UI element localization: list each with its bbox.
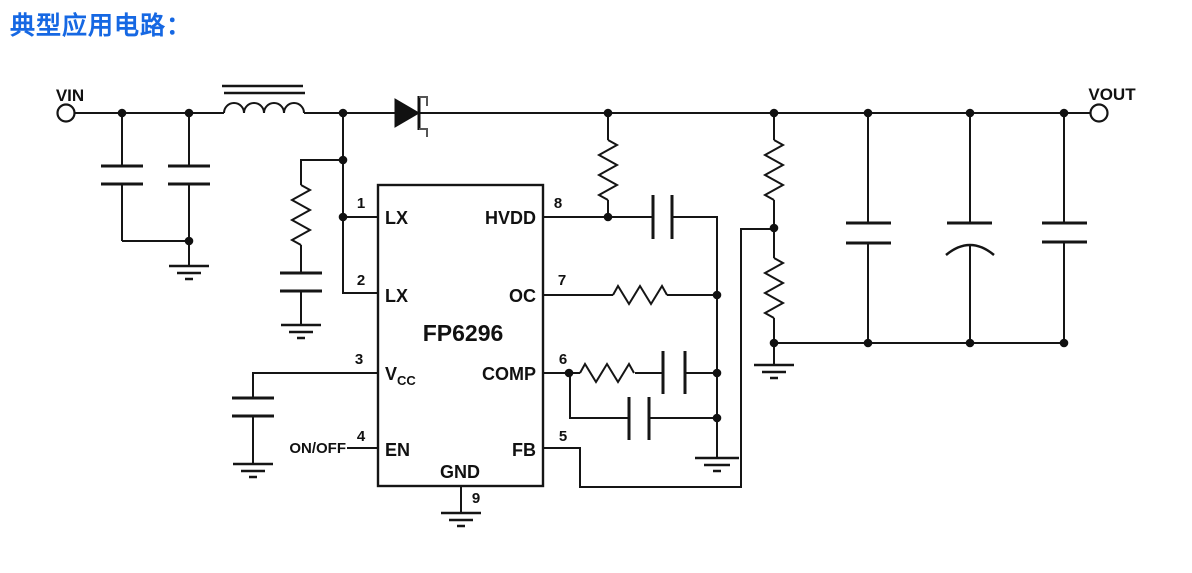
input-ground-icon xyxy=(169,264,209,281)
pin-label-en: EN xyxy=(385,440,410,460)
resistors xyxy=(289,139,786,384)
input-cap-1 xyxy=(101,164,143,186)
comp-resistor xyxy=(579,362,635,384)
page-title: 典型应用电路： xyxy=(10,12,193,40)
lx-snubber-cap xyxy=(280,271,322,293)
feedback-ground-icon xyxy=(754,363,794,380)
pin-label-vcc: VCC xyxy=(385,364,416,388)
lx-snubber-resistor xyxy=(289,184,313,246)
ground-symbols xyxy=(169,264,794,528)
pin-number-2: 2 xyxy=(357,272,365,289)
ic-name-label: FP6296 xyxy=(423,320,504,346)
comp-series-cap xyxy=(661,351,687,394)
capacitors xyxy=(101,164,1087,440)
output-cap-3 xyxy=(1042,221,1087,244)
oc-resistor xyxy=(612,284,668,306)
vin-terminal xyxy=(56,103,76,123)
input-cap-2 xyxy=(168,164,210,186)
enable-signal-label: ON/OFF xyxy=(289,440,346,457)
snubber-ground-icon xyxy=(281,323,321,340)
junction-dots xyxy=(117,108,1069,423)
pin-number-7: 7 xyxy=(558,272,566,289)
vout-label: VOUT xyxy=(1088,85,1136,104)
pin-number-5: 5 xyxy=(559,428,567,445)
pin-number-1: 1 xyxy=(357,195,365,212)
output-cap-1 xyxy=(846,221,891,245)
vcc-ground-icon xyxy=(233,462,273,479)
pin-label-fb: FB xyxy=(512,440,536,460)
pin-number-4: 4 xyxy=(357,428,366,445)
feedback-upper-resistor xyxy=(762,139,786,201)
schottky-diode-icon xyxy=(394,96,428,137)
hvdd-cap xyxy=(651,195,674,239)
pin-label-hvdd: HVDD xyxy=(485,208,536,228)
pin-label-comp: COMP xyxy=(482,364,536,384)
pin-number-3: 3 xyxy=(355,351,363,368)
pin-label-lx2: LX xyxy=(385,286,408,306)
vcc-bypass-cap xyxy=(232,396,274,418)
pin-number-9: 9 xyxy=(472,490,480,507)
comp-parallel-cap xyxy=(627,397,651,440)
pin-label-oc: OC xyxy=(509,286,536,306)
inductor-core-lines xyxy=(222,84,305,95)
ic-body xyxy=(376,183,545,488)
output-cap-2-curved-plate xyxy=(945,243,995,256)
pin-label-gnd: GND xyxy=(440,462,480,482)
pin-number-6: 6 xyxy=(559,351,567,368)
pin-label-lx1: LX xyxy=(385,208,408,228)
wires xyxy=(75,112,1090,513)
ic-gnd-ground-icon xyxy=(441,511,481,528)
vin-label: VIN xyxy=(56,86,84,105)
vout-terminal xyxy=(1089,103,1109,123)
feedback-lower-resistor xyxy=(762,257,786,319)
comp-ground-icon xyxy=(695,456,739,473)
hvdd-resistor xyxy=(596,139,620,201)
pin-number-8: 8 xyxy=(554,195,562,212)
inductor xyxy=(222,84,305,114)
